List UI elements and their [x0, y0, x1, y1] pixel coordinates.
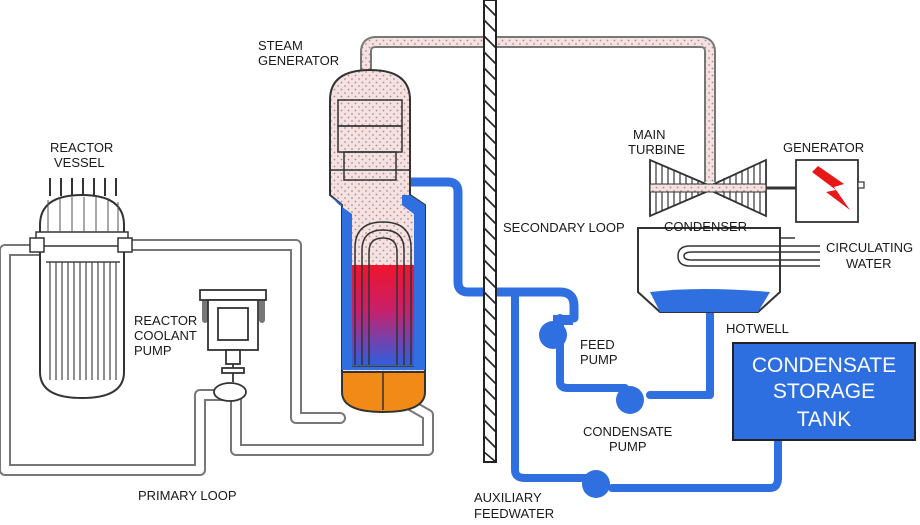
label-condenser: CONDENSER: [664, 219, 747, 234]
label-cst-3: TANK: [797, 408, 851, 431]
label-condensate-pump-2: PUMP: [609, 439, 647, 454]
label-rcp-1: REACTOR: [134, 313, 197, 328]
label-reactor-vessel-1: REACTOR: [50, 140, 113, 155]
label-hotwell: HOTWELL: [726, 321, 789, 336]
condenser: [637, 227, 820, 313]
condensate-pump: [616, 386, 644, 414]
label-feed-pump-1: FEED: [580, 337, 615, 352]
reactor-vessel: [29, 178, 133, 400]
label-main-turbine-2: TURBINE: [628, 142, 685, 157]
label-steam-generator-1: STEAM: [258, 38, 303, 53]
containment-wall: [483, 0, 497, 463]
label-cst-1: CONDENSATE: [752, 354, 896, 377]
label-secondary-loop: SECONDARY LOOP: [503, 220, 625, 235]
label-generator: GENERATOR: [783, 140, 864, 155]
reactor-coolant-pump: [199, 289, 267, 402]
primary-loop-piping: [0, 239, 434, 476]
steam-generator: [329, 68, 426, 414]
label-primary-loop: PRIMARY LOOP: [138, 488, 237, 503]
secondary-water-piping: [395, 177, 782, 492]
label-feed-pump-2: PUMP: [580, 352, 618, 367]
main-turbine: [649, 158, 796, 218]
label-cst-2: STORAGE: [773, 380, 875, 403]
generator: [795, 159, 865, 223]
label-condensate-pump-1: CONDENSATE: [583, 424, 673, 439]
feed-pump: [539, 315, 573, 349]
lightning-bolt-icon: [812, 166, 850, 210]
labels: STEAM GENERATOR REACTOR VESSEL REACTOR C…: [50, 38, 913, 521]
label-circulating-water-1: CIRCULATING: [826, 240, 913, 255]
label-rcp-3: PUMP: [134, 343, 172, 358]
label-auxiliary-feedwater-1: AUXILIARY: [474, 490, 542, 505]
label-rcp-2: COOLANT: [134, 328, 197, 343]
label-reactor-vessel-2: VESSEL: [54, 155, 105, 170]
main-steam-line: [360, 36, 716, 182]
label-circulating-water-2: WATER: [846, 256, 892, 271]
auxiliary-feedwater-pump: [582, 470, 610, 498]
label-auxiliary-feedwater-2: FEEDWATER: [474, 506, 554, 521]
label-main-turbine-1: MAIN: [633, 127, 666, 142]
condensate-storage-tank: [732, 342, 916, 441]
label-steam-generator-2: GENERATOR: [258, 53, 339, 68]
